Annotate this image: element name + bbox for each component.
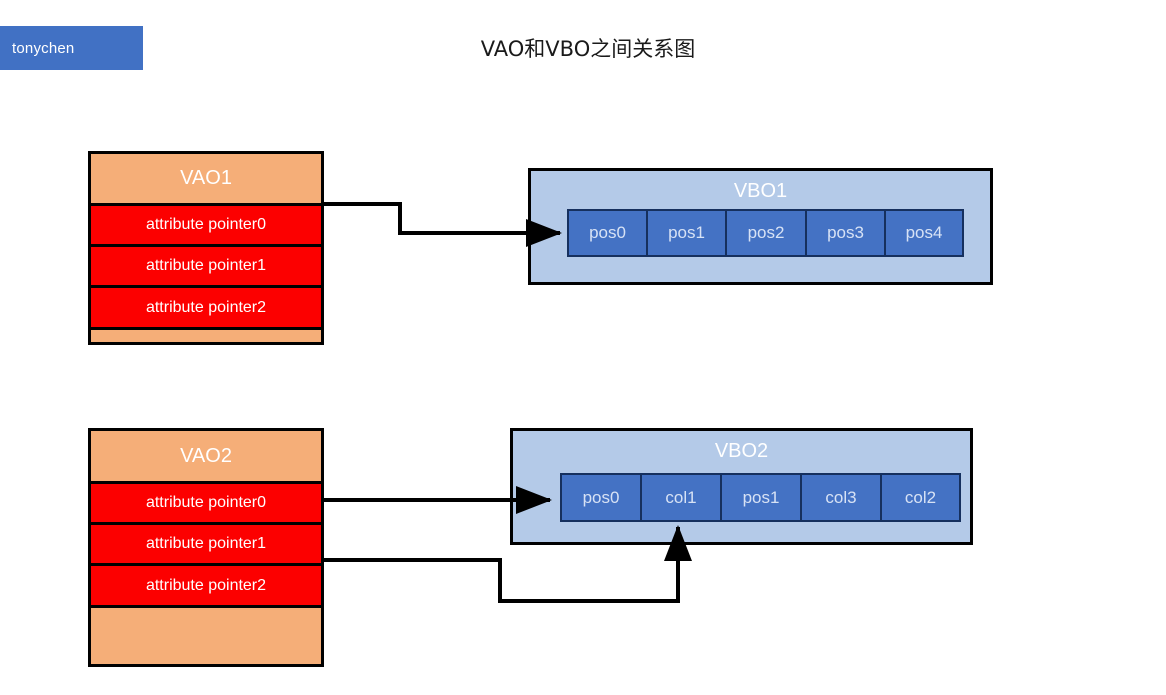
vbo2-cells: pos0 col1 pos1 col3 col2 xyxy=(560,473,961,522)
vao1-attribute-pointer0-label: attribute pointer0 xyxy=(145,216,267,233)
vbo2-cell-pos1-label: pos1 xyxy=(742,487,780,507)
page-title: VAO和VBO之间关系图 xyxy=(480,37,696,61)
vbo1-title: VBO1 xyxy=(733,180,788,202)
vao2-title: VAO2 xyxy=(180,444,232,467)
vbo1-cell-pos1: pos1 xyxy=(648,211,727,255)
vbo1-cell-pos3: pos3 xyxy=(807,211,886,255)
vbo1-cell-pos2-label: pos2 xyxy=(747,223,785,242)
vao2-attribute-pointer1: attribute pointer1 xyxy=(91,522,321,563)
vbo2-cell-pos0-label: pos0 xyxy=(582,487,620,507)
vbo1-box: VBO1 pos0 pos1 pos2 pos3 pos4 xyxy=(528,168,993,285)
vao1-attribute-pointer0: attribute pointer0 xyxy=(91,203,321,244)
vbo1-cells: pos0 pos1 pos2 pos3 pos4 xyxy=(567,209,964,257)
vbo2-cell-col3: col3 xyxy=(802,475,882,520)
vao2-attribute-pointer0-label: attribute pointer0 xyxy=(145,494,267,511)
vao2-footer-slot xyxy=(91,605,321,664)
vbo1-cell-pos1-label: pos1 xyxy=(668,223,705,242)
vbo1-cell-pos4: pos4 xyxy=(886,211,962,255)
vbo2-cell-col3-label: col3 xyxy=(825,487,857,507)
vao2-attribute-pointer0: attribute pointer0 xyxy=(91,481,321,522)
connector-vao1-pointer0-to-vbo1-pos0 xyxy=(324,202,562,247)
vbo2-cell-pos0: pos0 xyxy=(562,475,642,520)
vao1-attribute-pointer2: attribute pointer2 xyxy=(91,285,321,327)
vao2-header: VAO2 xyxy=(91,431,321,481)
vao2-attribute-pointer2: attribute pointer2 xyxy=(91,563,321,605)
vbo1-cell-pos2: pos2 xyxy=(727,211,807,255)
vao1-attribute-pointer1: attribute pointer1 xyxy=(91,244,321,285)
vao2-attribute-pointer1-label: attribute pointer1 xyxy=(145,535,267,552)
vbo1-cell-pos0: pos0 xyxy=(569,211,648,255)
vao1-header: VAO1 xyxy=(91,154,321,203)
vao2-box: VAO2 attribute pointer0 attribute pointe… xyxy=(88,428,324,667)
vbo2-cell-pos1: pos1 xyxy=(722,475,802,520)
vbo2-cell-col1-label: col1 xyxy=(665,487,697,507)
vao1-attribute-pointer2-label: attribute pointer2 xyxy=(145,298,267,316)
vao1-footer-slot xyxy=(91,327,321,342)
vbo2-box: VBO2 pos0 col1 pos1 col3 col2 xyxy=(510,428,973,545)
user-badge-label: tonychen xyxy=(12,39,75,57)
vbo2-title: VBO2 xyxy=(714,440,769,462)
vbo1-cell-pos4-label: pos4 xyxy=(905,223,943,242)
vbo2-cell-col2: col2 xyxy=(882,475,959,520)
vao2-attribute-pointer2-label: attribute pointer2 xyxy=(145,576,267,594)
user-badge: tonychen xyxy=(0,26,143,70)
vao1-title: VAO1 xyxy=(180,167,232,189)
vbo2-cell-col2-label: col2 xyxy=(904,487,937,507)
vao1-box: VAO1 attribute pointer0 attribute pointe… xyxy=(88,151,324,345)
vao1-attribute-pointer1-label: attribute pointer1 xyxy=(145,257,267,274)
vbo2-cell-col1: col1 xyxy=(642,475,722,520)
vbo1-cell-pos0-label: pos0 xyxy=(589,223,626,242)
vbo1-cell-pos3-label: pos3 xyxy=(827,223,864,242)
